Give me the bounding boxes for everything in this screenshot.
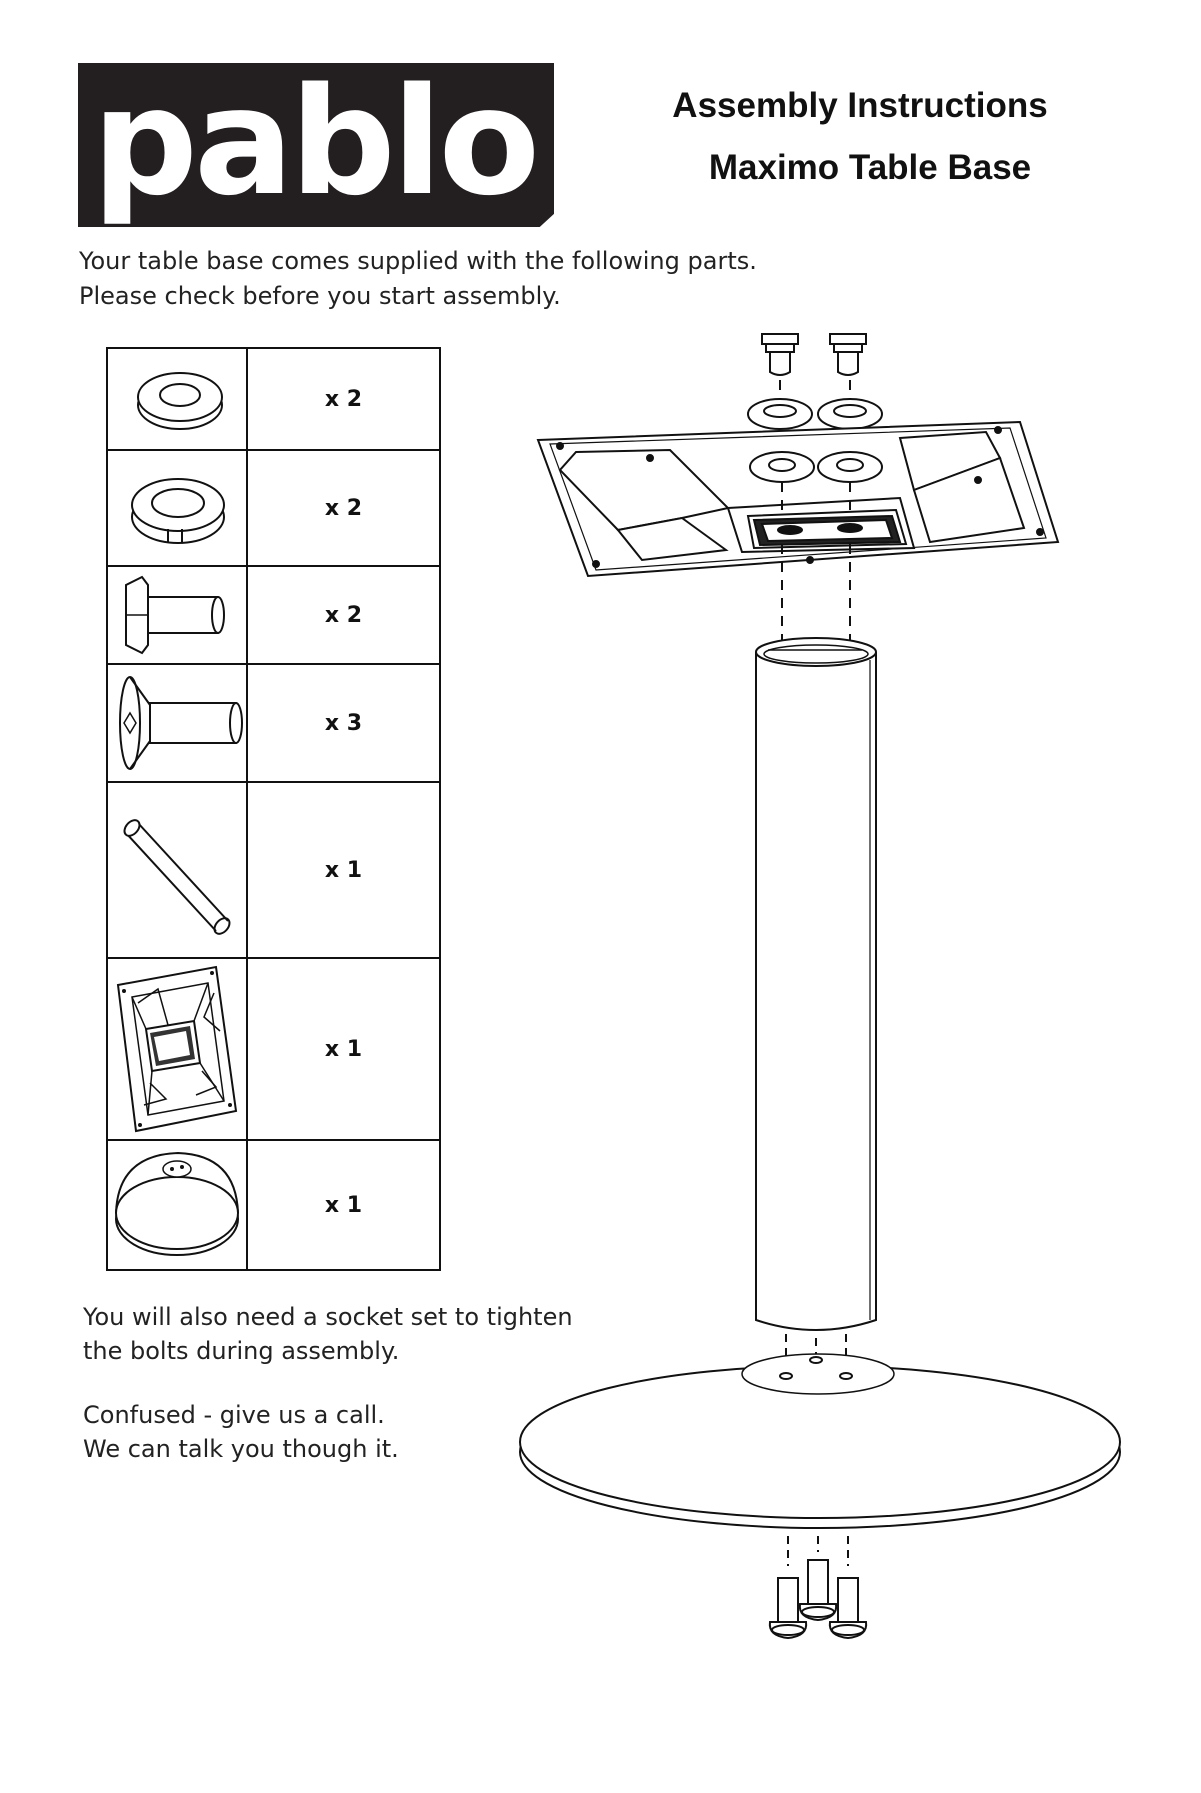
help-note-line-1: Confused - give us a call. (83, 1401, 385, 1429)
part-qty: x 1 (246, 781, 441, 959)
spring-washer-icon (131, 478, 225, 544)
countersunk-bolt-icon (798, 1559, 838, 1622)
part-row: x 3 (106, 663, 441, 783)
part-row: x 2 (106, 449, 441, 567)
part-qty: x 2 (246, 565, 441, 665)
part-image-cell (106, 347, 248, 451)
part-image-cell (106, 449, 248, 567)
tools-note: You will also need a socket set to tight… (83, 1300, 573, 1368)
assembly-diagram (519, 333, 1121, 1640)
pablo-logo: pablo (78, 63, 554, 227)
part-row: x 1 (106, 781, 441, 959)
part-image-cell (106, 1139, 248, 1271)
round-base-icon (519, 1353, 1121, 1529)
washer-icon (749, 451, 883, 483)
part-qty: x 2 (246, 347, 441, 451)
product-name: Maximo Table Base (708, 148, 1032, 187)
part-row: x 1 (106, 957, 441, 1141)
countersunk-bolt-icon (119, 676, 243, 770)
intro-text: Your table base comes supplied with the … (79, 244, 757, 314)
part-image-cell (106, 663, 248, 783)
help-note: Confused - give us a call. We can talk y… (83, 1398, 399, 1466)
part-row: x 2 (106, 565, 441, 665)
part-qty: x 3 (246, 663, 441, 783)
logo-text: pablo (92, 56, 540, 228)
page-title: Assembly Instructions (672, 86, 1048, 125)
parts-list-table: x 2 x 2 x 2 (106, 347, 441, 1271)
part-row: x 2 (106, 347, 441, 451)
part-image-cell (106, 565, 248, 665)
part-image-cell (106, 781, 248, 959)
round-base-icon (115, 1151, 239, 1256)
top-bolt-icon (761, 333, 799, 376)
part-qty: x 1 (246, 1139, 441, 1271)
part-row: x 1 (106, 1139, 441, 1271)
countersunk-bolt-icon (768, 1577, 808, 1640)
part-qty: x 1 (246, 957, 441, 1141)
countersunk-bolt-icon (828, 1577, 868, 1640)
top-plate-icon (116, 965, 238, 1133)
hex-bolt-icon (125, 575, 225, 655)
tools-note-line-2: the bolts during assembly. (83, 1337, 400, 1365)
part-image-cell (106, 957, 248, 1141)
column-tube-icon (123, 819, 231, 935)
tools-note-line-1: You will also need a socket set to tight… (83, 1303, 573, 1331)
washer-icon (137, 372, 223, 430)
spring-washer-icon (747, 398, 883, 430)
column-tube-icon (755, 637, 877, 1331)
intro-line-2: Please check before you start assembly. (79, 282, 561, 310)
top-plate-icon (536, 420, 1060, 578)
top-bolt-icon (829, 333, 867, 376)
part-qty: x 2 (246, 449, 441, 567)
help-note-line-2: We can talk you though it. (83, 1435, 399, 1463)
intro-line-1: Your table base comes supplied with the … (79, 247, 757, 275)
